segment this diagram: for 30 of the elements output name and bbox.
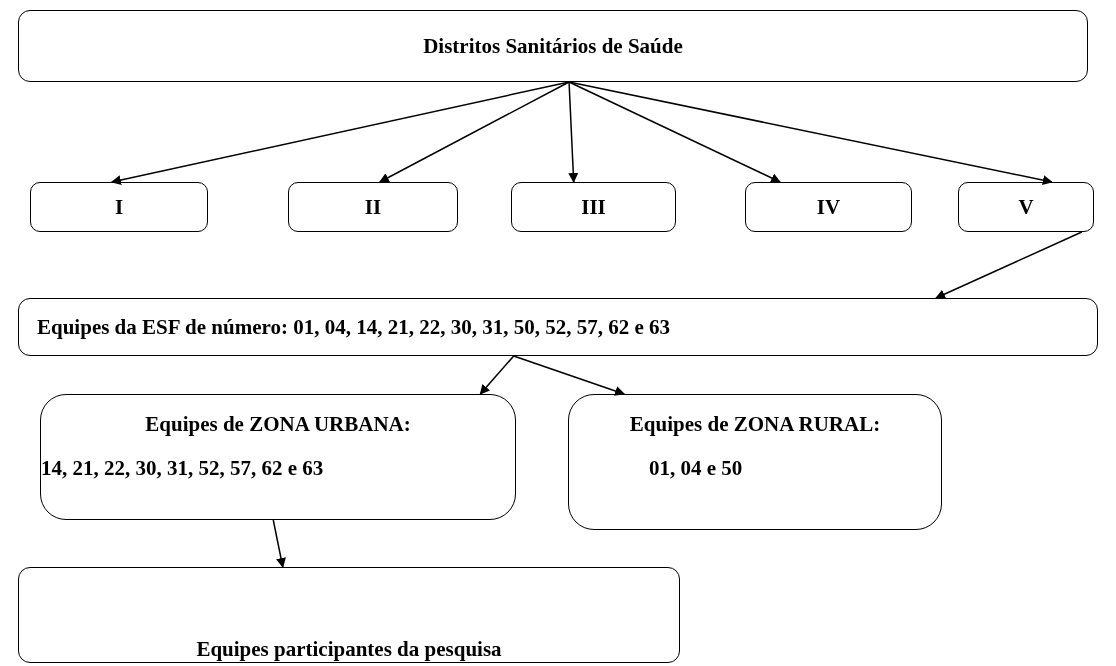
node-text: 14, 21, 22, 30, 31, 52, 57, 62 e 63 bbox=[41, 455, 324, 482]
rounded-box bbox=[18, 10, 1088, 82]
node-text: IV bbox=[816, 193, 841, 221]
node-text: II bbox=[364, 193, 382, 221]
node-text: III bbox=[581, 193, 606, 221]
rounded-box bbox=[958, 182, 1094, 232]
arrow bbox=[568, 81, 1053, 186]
arrow bbox=[568, 81, 579, 183]
rounded-box bbox=[288, 182, 458, 232]
arrow bbox=[272, 519, 286, 568]
node-text: Equipes de ZONA URBANA: bbox=[145, 411, 411, 438]
arrow bbox=[935, 231, 1083, 299]
node-text: Equipes de ZONA RURAL: bbox=[629, 411, 881, 438]
node-text: 01, 04 e 50 bbox=[648, 455, 743, 482]
node-text: Equipes da ESF de número: 01, 04, 14, 21, 22, 30, 31, 50, 52, 57, 62 e 63 bbox=[37, 313, 670, 341]
node-text: Equipes participantes da pesquisa bbox=[196, 635, 502, 662]
rounded-box bbox=[18, 298, 1098, 356]
arrow bbox=[568, 81, 781, 183]
rounded-box bbox=[511, 182, 676, 232]
rounded-box bbox=[18, 567, 680, 663]
rounded-box bbox=[40, 394, 516, 520]
arrow bbox=[512, 355, 626, 396]
node-text: V bbox=[1018, 193, 1034, 221]
node-text: I bbox=[114, 193, 124, 221]
rounded-box bbox=[745, 182, 912, 232]
arrow bbox=[378, 81, 570, 183]
arrow bbox=[479, 355, 515, 395]
node-text: Distritos Sanitários de Saúde bbox=[423, 32, 683, 60]
rounded-box bbox=[30, 182, 208, 232]
rounded-box bbox=[568, 394, 942, 530]
